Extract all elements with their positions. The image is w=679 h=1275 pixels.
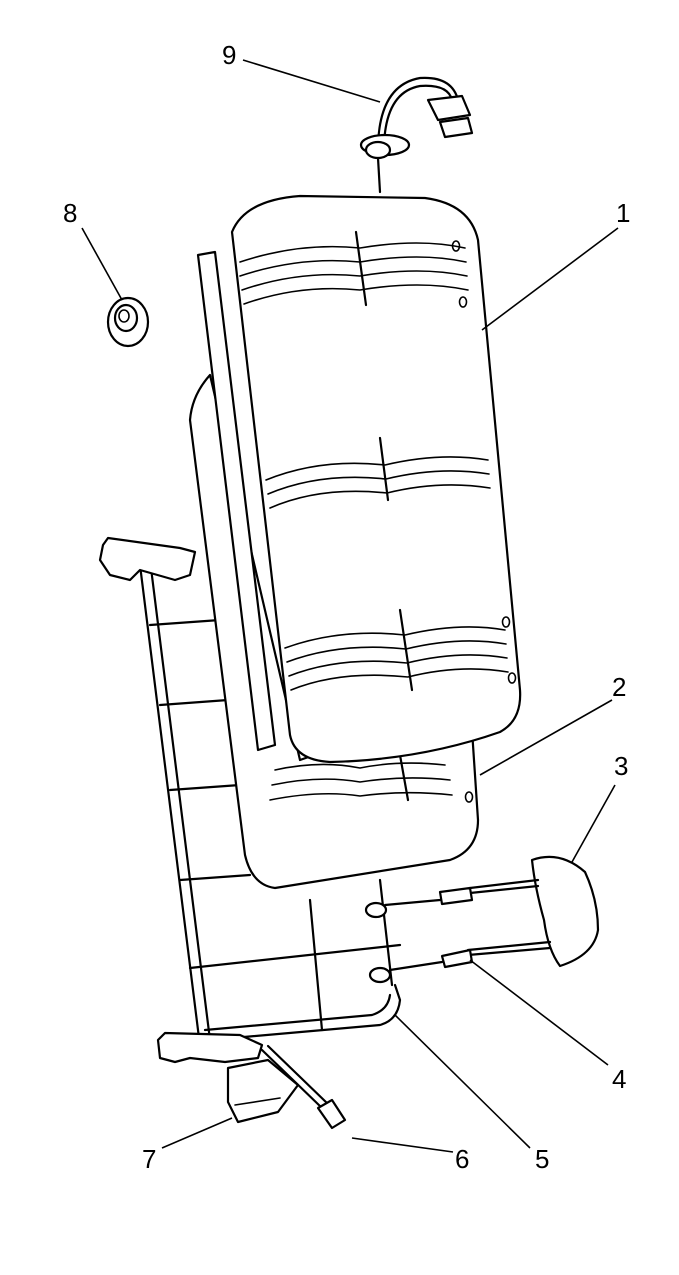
headrest-guides — [364, 886, 474, 984]
callout-labels: 9 8 1 2 3 4 5 6 7 — [63, 40, 630, 1174]
callout-1: 1 — [616, 198, 630, 228]
seat-back-cushion — [188, 373, 480, 890]
wiring-harness-connector — [359, 76, 474, 194]
callout-6: 6 — [455, 1144, 469, 1174]
callout-4: 4 — [612, 1064, 626, 1094]
callout-leaders — [81, 59, 619, 1153]
headrest — [466, 855, 600, 968]
trim-cover — [226, 1058, 300, 1124]
callout-3: 3 — [614, 751, 628, 781]
seat-back-cover — [196, 194, 522, 764]
callout-9: 9 — [222, 40, 236, 70]
callout-5: 5 — [535, 1144, 549, 1174]
grommet — [106, 296, 150, 348]
callout-8: 8 — [63, 198, 77, 228]
callout-2: 2 — [612, 672, 626, 702]
callout-7: 7 — [142, 1144, 156, 1174]
seat-back-frame — [98, 536, 402, 1064]
